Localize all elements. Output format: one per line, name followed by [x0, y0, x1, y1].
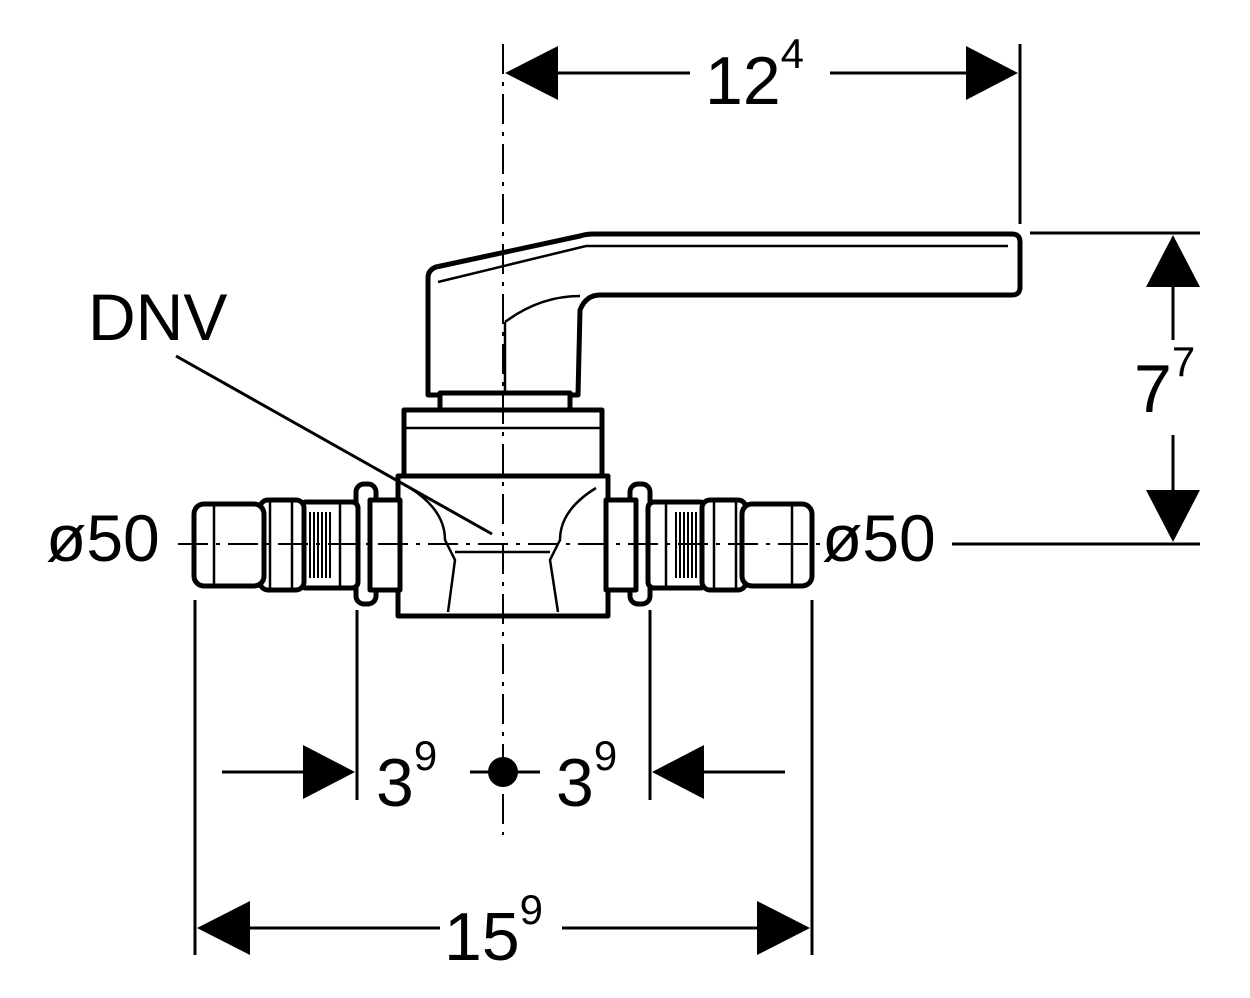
dim-total-length-label: 159 [444, 886, 543, 975]
center-point-dot [488, 757, 518, 787]
dim-offsets: 39 39 [222, 610, 785, 821]
part-name-callout: DNV [88, 280, 493, 536]
dim-height: 77 [952, 231, 1200, 546]
part-name-leader [175, 354, 493, 536]
right-diameter-label: ø50 [822, 501, 936, 575]
right-press-connector [603, 481, 815, 607]
dim-total-length: 159 [193, 600, 814, 975]
left-diameter-label: ø50 [46, 501, 160, 575]
dim-height-label: 77 [1134, 338, 1195, 427]
part-name-label: DNV [88, 280, 227, 354]
dim-left-offset-label: 39 [376, 732, 437, 821]
dim-right-offset-label: 39 [556, 732, 617, 821]
valve-handle [425, 231, 1023, 398]
dim-handle-length: 124 [505, 30, 1022, 224]
dim-handle-length-label: 124 [705, 30, 804, 119]
